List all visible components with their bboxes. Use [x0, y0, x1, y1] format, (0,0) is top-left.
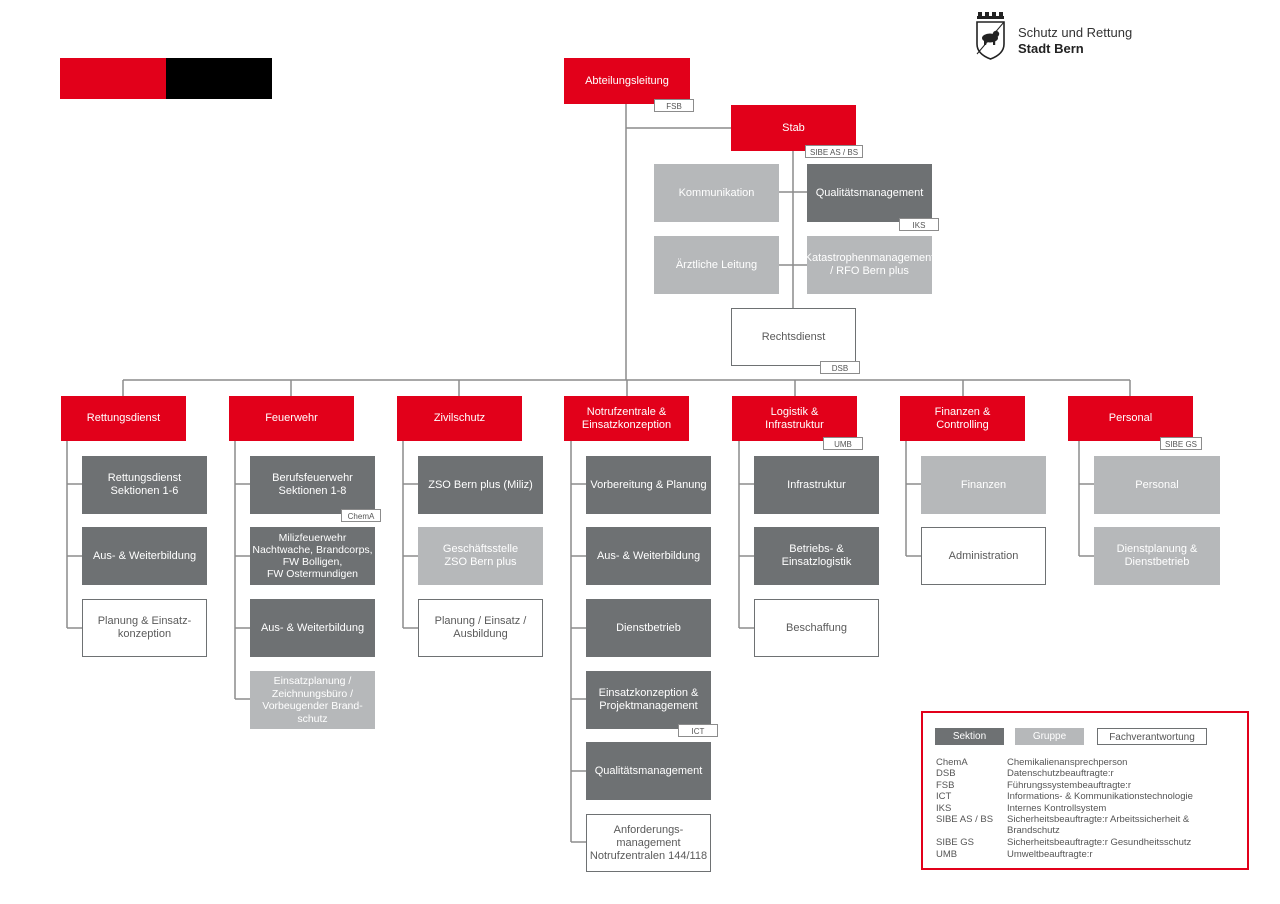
- box-feuerwehr-ausbildung: Aus- & Weiterbildung: [250, 599, 375, 657]
- box-einsatzplanung: Einsatzplanung / Zeichnungsbüro / Vorbeu…: [250, 671, 375, 729]
- box-berufsfeuerwehr: Berufsfeuerwehr Sektionen 1-8: [250, 456, 375, 514]
- legend-abbr: SIBE GS: [936, 837, 975, 848]
- header-finanzen: Finanzen & Controlling: [900, 396, 1025, 441]
- legend-key-fachverantwortung: Fachverantwortung: [1097, 728, 1207, 745]
- bern-bear-crest-icon: [976, 12, 1005, 60]
- box-rettungsdienst-planung: Planung & Einsatz- konzeption: [82, 599, 207, 657]
- legend-abbr: ICT: [936, 791, 952, 802]
- box-abteilungsleitung: Abteilungsleitung: [564, 58, 690, 104]
- header-feuerwehr: Feuerwehr: [229, 396, 354, 441]
- box-rettungsdienst-ausbildung: Aus- & Weiterbildung: [82, 527, 207, 585]
- tag-dsb: DSB: [820, 361, 860, 374]
- box-zivilschutz-planung: Planung / Einsatz / Ausbildung: [418, 599, 543, 657]
- legend-definition: Internes Kontrollsystem: [1007, 803, 1107, 814]
- legend-abbr: DSB: [936, 768, 956, 779]
- box-geschaeftsstelle: Geschäftsstelle ZSO Bern plus: [418, 527, 543, 585]
- tag-iks: IKS: [899, 218, 939, 231]
- tag-ict: ICT: [678, 724, 718, 737]
- legend-abbr: UMB: [936, 849, 958, 860]
- legend-abbr: ChemA: [936, 757, 968, 768]
- box-qualitaetsmanagement-stab: Qualitätsmanagement: [807, 164, 932, 222]
- box-rettungsdienst-sektionen: Rettungsdienst Sektionen 1-6: [82, 456, 207, 514]
- tag-umb: UMB: [823, 437, 863, 450]
- box-finanzen: Finanzen: [921, 456, 1046, 514]
- box-aerztliche-leitung: Ärztliche Leitung: [654, 236, 779, 294]
- box-milizfeuerwehr: Milizfeuerwehr Nachtwache, Brandcorps, F…: [250, 527, 375, 585]
- legend-abbr: FSB: [936, 780, 955, 791]
- brand-bar-black: [166, 58, 272, 99]
- header-rettungsdienst: Rettungsdienst: [61, 396, 186, 441]
- box-vorbereitung-planung: Vorbereitung & Planung: [586, 456, 711, 514]
- logo-title: Schutz und Rettung: [1018, 25, 1133, 40]
- legend: Sektion Gruppe Fachverantwortung ChemA C…: [921, 711, 1249, 870]
- legend-definition: Sicherheitsbeauftragte:r Gesundheitsschu…: [1007, 837, 1192, 848]
- tag-sibe-gs: SIBE GS: [1160, 437, 1203, 450]
- box-kommunikation: Kommunikation: [654, 164, 779, 222]
- legend-definition: Umweltbeauftragte:r: [1007, 849, 1093, 860]
- legend-definition: Datenschutzbeauftragte:r: [1007, 768, 1114, 779]
- legend-abbr: SIBE AS / BS: [936, 814, 994, 825]
- legend-definition: Sicherheitsbeauftragte:r Arbeitssicherhe…: [1007, 814, 1190, 836]
- legend-definition: Führungssystembeauftragte:r: [1007, 780, 1132, 791]
- box-infrastruktur: Infrastruktur: [754, 456, 879, 514]
- logo: Schutz und Rettung Stadt Bern: [975, 10, 1175, 62]
- tag-fsb: FSB: [654, 99, 694, 112]
- header-personal: Personal: [1068, 396, 1193, 441]
- legend-abbr: IKS: [936, 803, 952, 814]
- box-notruf-qualitaetsmanagement: Qualitätsmanagement: [586, 742, 711, 800]
- box-beschaffung: Beschaffung: [754, 599, 879, 657]
- box-administration: Administration: [921, 527, 1046, 585]
- tag-sibe-as-bs: SIBE AS / BS: [805, 145, 864, 158]
- legend-definition: Chemikalienansprechperson: [1007, 757, 1128, 768]
- box-einsatzlogistik: Betriebs- & Einsatzlogistik: [754, 527, 879, 585]
- box-einsatzkonzeption: Einsatzkonzeption & Projektmanagement: [586, 671, 711, 729]
- box-stab: Stab: [731, 105, 856, 151]
- brand-bar-red: [60, 58, 166, 99]
- header-zivilschutz: Zivilschutz: [397, 396, 522, 441]
- header-logistik: Logistik & Infrastruktur: [732, 396, 857, 441]
- box-rechtsdienst: Rechtsdienst: [731, 308, 856, 366]
- box-personal: Personal: [1094, 456, 1220, 514]
- legend-definition: Informations- & Kommunikationstechnologi…: [1007, 791, 1193, 802]
- box-katastrophenmanagement: Katastrophenmanagement / RFO Bern plus: [805, 236, 934, 294]
- box-dienstplanung: Dienstplanung & Dienstbetrieb: [1094, 527, 1220, 585]
- box-dienstbetrieb: Dienstbetrieb: [586, 599, 711, 657]
- box-zso-bern-plus: ZSO Bern plus (Miliz): [418, 456, 543, 514]
- legend-key-gruppe: Gruppe: [1015, 728, 1084, 745]
- logo-subtitle: Stadt Bern: [1018, 41, 1084, 56]
- tag-chema: ChemA: [341, 509, 381, 522]
- legend-key-sektion: Sektion: [935, 728, 1004, 745]
- box-anforderungsmanagement: Anforderungs- management Notrufzentralen…: [586, 814, 711, 872]
- header-notrufzentrale: Notrufzentrale & Einsatzkonzeption: [564, 396, 689, 441]
- box-notruf-ausbildung: Aus- & Weiterbildung: [586, 527, 711, 585]
